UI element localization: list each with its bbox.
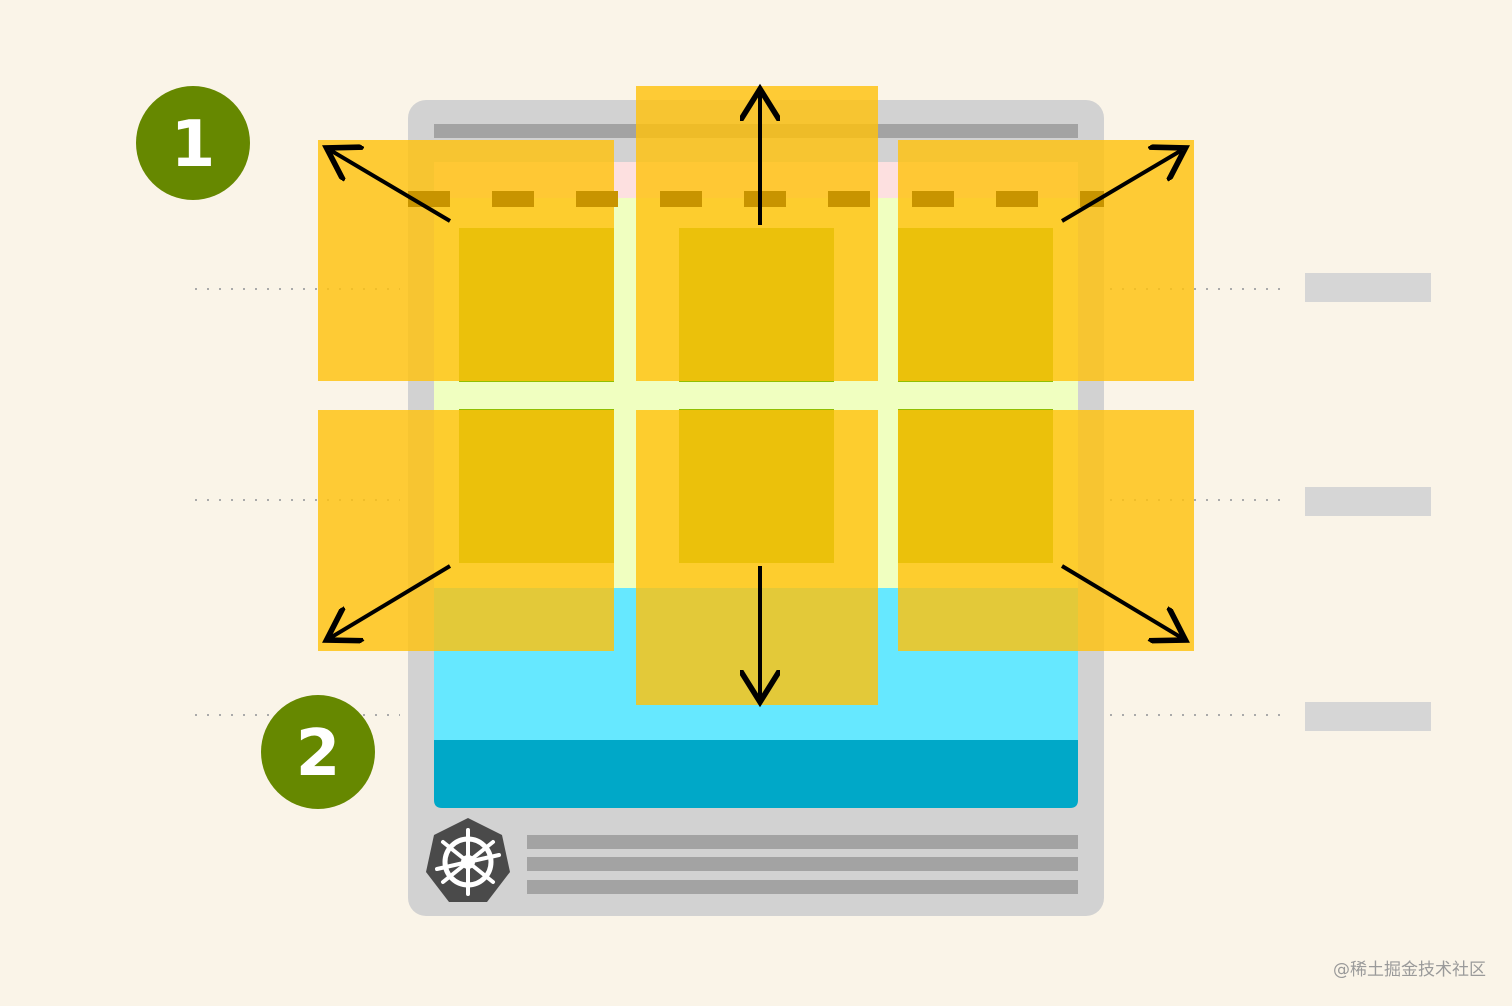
scale-block-top-right	[898, 140, 1194, 381]
badge-2-label: 2	[296, 717, 341, 791]
kubernetes-helm-icon	[426, 818, 510, 902]
arrow-bottom-left	[330, 564, 452, 638]
watermark: @稀土掘金技术社区	[1333, 960, 1486, 980]
double-expand-arrows	[330, 93, 1182, 698]
step-badge-2: 2	[261, 695, 375, 809]
badge-1-label: 1	[171, 108, 216, 182]
scale-block-bottom-center	[636, 410, 878, 705]
scale-block-top-left	[318, 140, 614, 381]
arrow-bottom-right	[1060, 564, 1182, 638]
scale-block-bottom-left	[318, 410, 614, 651]
arrow-top-left	[330, 150, 452, 223]
node-cyan-dark	[434, 740, 1078, 808]
scale-block-top-center	[636, 86, 878, 381]
arrow-top-right	[1060, 150, 1182, 223]
node-footer-bars	[527, 835, 1078, 894]
step-badge-1: 1	[136, 86, 250, 200]
scaling-blocks	[318, 86, 1194, 705]
right-placeholder-bars	[1305, 273, 1431, 731]
scale-block-bottom-right	[898, 410, 1194, 651]
